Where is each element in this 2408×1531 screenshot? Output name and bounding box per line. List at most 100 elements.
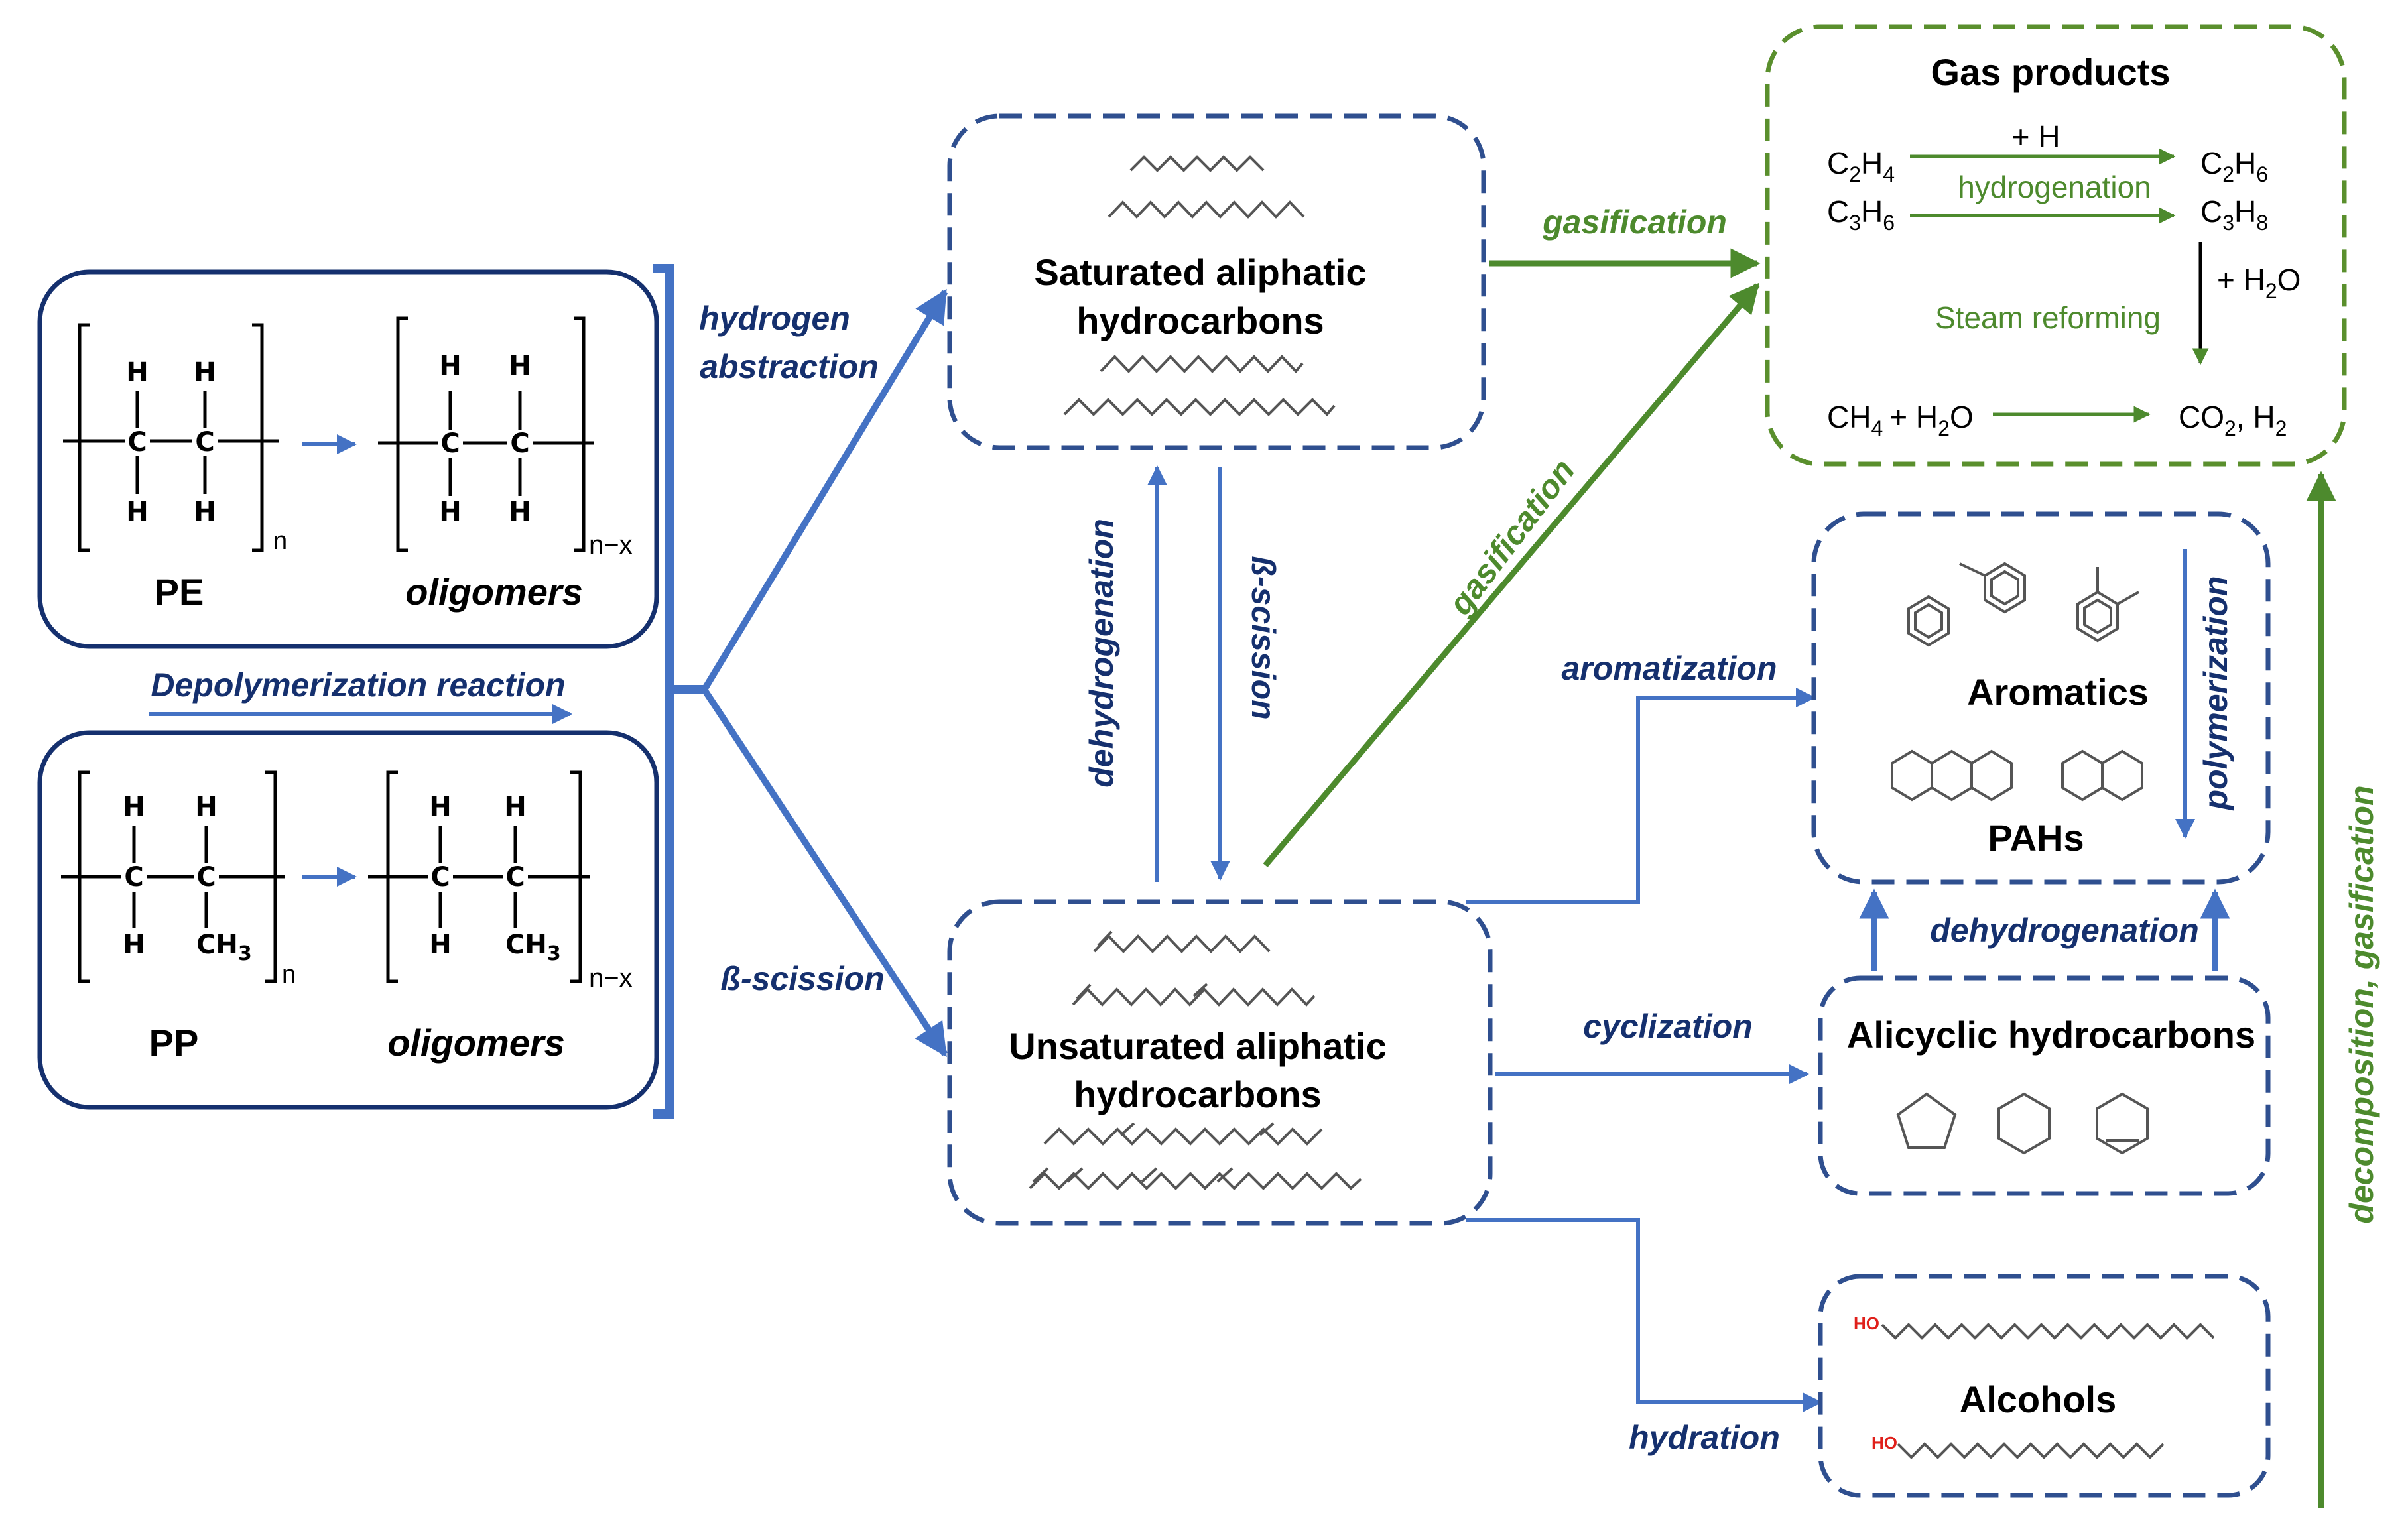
pe-panel: H H C C H H n H H C C H H n−x PE <box>37 269 659 649</box>
aromatics-box <box>1811 511 2271 885</box>
pe-oligomers-label: oligomers <box>405 571 583 613</box>
atom-h: H <box>429 930 451 960</box>
xylene-icon <box>2076 567 2139 643</box>
hydrogenation-label: hydrogenation <box>1958 170 2151 204</box>
alicyclic-box <box>1818 975 2271 1196</box>
atom-c: C <box>440 428 460 459</box>
pp-box <box>37 730 659 1110</box>
beta-scission-label: ß-scission <box>720 960 884 997</box>
c3h8: C3H8 <box>2200 194 2268 235</box>
cyclohexane-icon <box>1997 1092 2051 1155</box>
alicyclic-title: Alicyclic hydrocarbons <box>1847 1014 2255 1056</box>
atom-ch3: CH3 <box>196 930 252 965</box>
alkene-chain-3 <box>1043 1127 1323 1146</box>
hydroxyl-label: HO <box>1854 1314 1879 1333</box>
pp-label: PP <box>149 1022 199 1064</box>
atom-h: H <box>194 357 216 388</box>
alicyclic-group: Alicyclic hydrocarbons <box>1818 975 2271 1196</box>
plus-h-label: + H <box>2012 119 2060 154</box>
atom-h: H <box>439 351 461 381</box>
steam-reforming-label: Steam reforming <box>1935 300 2161 335</box>
aromatics-group: Aromatics PAHs polymerization <box>1811 511 2271 885</box>
pe-structure: H H C C H H n <box>63 323 287 555</box>
double-bond <box>1141 1167 1158 1183</box>
alkene-chain-1 <box>1093 934 1271 953</box>
pp-oligomer-structure: H H C C H CH3 n−x <box>368 770 633 993</box>
pe-box <box>37 269 659 649</box>
atom-h: H <box>195 792 217 822</box>
alkane-chain-2 <box>1108 200 1305 219</box>
double-bond <box>1097 930 1113 947</box>
alkane-chain-4 <box>1063 398 1336 416</box>
saturated-title-line2: hydrocarbons <box>1076 300 1324 341</box>
gasification-top-label: gasification <box>1542 204 1727 241</box>
alcohols-box <box>1818 1274 2271 1498</box>
co2-h2: CO2, H2 <box>2179 400 2287 440</box>
gas-products-group: Gas products C2H4 C2H6 + H C3H6 C3H8 hyd… <box>1765 24 2347 467</box>
alkene-chain-4 <box>1029 1172 1362 1190</box>
atom-h: H <box>123 930 145 960</box>
saturated-box <box>947 113 1486 450</box>
unsaturated-title-line2: hydrocarbons <box>1074 1073 1321 1115</box>
hydrogen-label: hydrogen <box>699 300 850 337</box>
atom-h: H <box>429 792 451 822</box>
pe-label: PE <box>155 571 204 613</box>
double-bond <box>1216 1167 1234 1183</box>
c3h6: C3H6 <box>1827 194 1895 235</box>
pe-oligomer-structure: H H C C H H n−x <box>378 316 633 560</box>
aromatization-label: aromatization <box>1561 650 1777 687</box>
plus-h2o-label: + H2O <box>2217 263 2301 303</box>
pp-panel: H H C C H CH3 n H H C C H CH3 n−x PP o <box>37 730 659 1110</box>
dehydrogenation-right-label: dehydrogenation <box>1930 912 2199 949</box>
alkane-chain-1 <box>1129 155 1265 172</box>
alkene-chain-2 <box>1072 987 1316 1007</box>
repeat-n-x: n−x <box>589 963 633 993</box>
c2h4: C2H4 <box>1827 146 1895 186</box>
double-bond <box>1076 983 1092 1000</box>
decomposition-gasification-label: decomposition, gasification <box>2343 785 2380 1223</box>
depolymerization-label: Depolymerization reaction <box>151 666 565 704</box>
gasification-arrow-diagonal <box>1263 282 1760 867</box>
gasification-diagonal-label: gasification <box>1441 452 1582 622</box>
anthracene-icon <box>1891 749 2013 802</box>
aromatization-arrow <box>1466 688 1816 904</box>
atom-c: C <box>430 862 450 892</box>
atom-h: H <box>504 792 526 822</box>
aromatics-title: Aromatics <box>1967 671 2149 713</box>
double-bond <box>1192 983 1208 997</box>
hydration-arrow <box>1466 1218 1822 1412</box>
double-bond <box>1032 1167 1049 1183</box>
atom-h: H <box>509 351 531 381</box>
atom-h: H <box>509 497 531 527</box>
saturated-title-line1: Saturated aliphatic <box>1034 251 1366 293</box>
repeat-n: n <box>273 527 287 555</box>
hydration-label: hydration <box>1629 1419 1780 1456</box>
pp-oligomers-label: oligomers <box>387 1022 565 1064</box>
atom-c: C <box>505 862 525 892</box>
arrow-to-saturated <box>701 288 948 692</box>
cyclopentane-icon <box>1896 1092 1957 1149</box>
alcohol-chain-1 <box>1881 1323 2215 1340</box>
alkane-chain-3 <box>1100 355 1304 374</box>
toluene-icon <box>1959 562 2026 614</box>
polymerization-label: polymerization <box>2197 576 2234 812</box>
grouping-bracket <box>653 264 704 1119</box>
benzene-icon <box>1907 595 1950 647</box>
atom-h: H <box>194 497 216 527</box>
double-bond <box>1119 1122 1135 1136</box>
hydroxyl-label: HO <box>1871 1433 1897 1453</box>
atom-c: C <box>195 427 214 458</box>
unsaturated-title-line1: Unsaturated aliphatic <box>1009 1025 1386 1067</box>
gas-products-title: Gas products <box>1931 51 2171 93</box>
abstraction-label: abstraction <box>700 348 879 385</box>
alcohols-title: Alcohols <box>1960 1378 2116 1420</box>
atom-h: H <box>126 357 148 388</box>
repeat-n-x: n−x <box>589 530 633 560</box>
atom-c: C <box>196 862 216 892</box>
double-bond <box>1259 1122 1275 1136</box>
atom-h: H <box>439 497 461 527</box>
atom-h: H <box>123 792 145 822</box>
cyclohexene-icon <box>2096 1092 2149 1155</box>
arrow-to-unsaturated <box>701 688 948 1058</box>
ch4-h2o: CH4+ H2O <box>1827 400 1974 440</box>
